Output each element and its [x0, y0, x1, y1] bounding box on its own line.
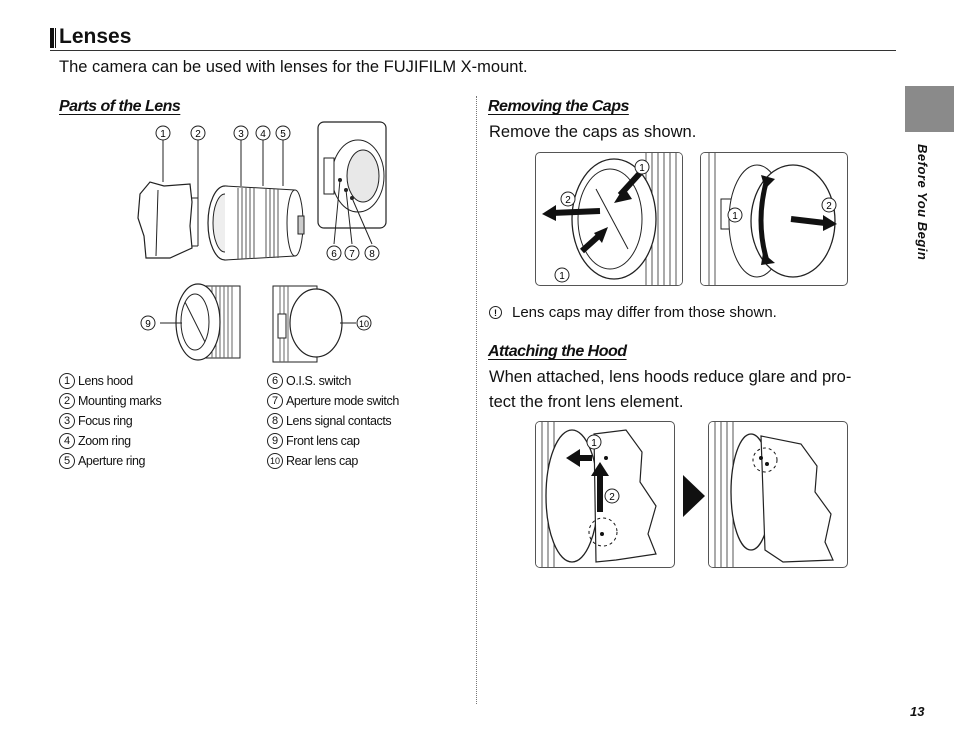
svg-text:1: 1 — [591, 438, 597, 449]
column-divider — [476, 96, 477, 704]
caution-icon: ! — [489, 306, 502, 319]
svg-text:2: 2 — [195, 129, 201, 140]
svg-text:3: 3 — [238, 129, 244, 140]
callout-2: 2 — [190, 125, 206, 141]
item-number: 2 — [59, 393, 75, 409]
svg-text:2: 2 — [609, 492, 615, 503]
step-1-label: 1 — [586, 434, 602, 450]
item-label: Lens signal contacts — [286, 414, 392, 428]
item-label: Rear lens cap — [286, 454, 358, 468]
svg-text:9: 9 — [145, 319, 151, 330]
callout-6: 6 — [326, 245, 342, 261]
item-label: Mounting marks — [78, 394, 162, 408]
svg-text:5: 5 — [280, 129, 286, 140]
item-number: 3 — [59, 413, 75, 429]
svg-text:2: 2 — [565, 195, 571, 206]
item-number: 10 — [267, 453, 283, 469]
item-number: 9 — [267, 433, 283, 449]
title-marker-thin — [55, 28, 56, 48]
svg-text:1: 1 — [559, 271, 565, 282]
callout-9: 9 — [140, 315, 156, 331]
step-1-label: 1 — [634, 159, 650, 175]
item-number: 5 — [59, 453, 75, 469]
svg-text:10: 10 — [359, 319, 369, 329]
hood-attach-image-before: 1 2 — [535, 421, 675, 568]
attaching-hood-text-line1: When attached, lens hoods reduce glare a… — [489, 368, 852, 386]
callout-5: 5 — [275, 125, 291, 141]
lens-parts-illustration: 1 2 3 4 5 6 7 8 9 — [137, 121, 387, 363]
step-2-label: 2 — [560, 191, 576, 207]
callout-3: 3 — [233, 125, 249, 141]
front-cap-removal-image: 1 2 1 — [535, 152, 683, 286]
front-cap-lens — [175, 283, 241, 361]
callout-4: 4 — [255, 125, 271, 141]
item-number: 1 — [59, 373, 75, 389]
step-2-label: 2 — [821, 197, 837, 213]
item-label: Focus ring — [78, 414, 133, 428]
svg-text:4: 4 — [260, 129, 266, 140]
rear-cap-lens — [272, 285, 343, 363]
item-label: Lens hood — [78, 374, 133, 388]
item-number: 6 — [267, 373, 283, 389]
item-label: Aperture ring — [78, 454, 146, 468]
item-number: 8 — [267, 413, 283, 429]
next-step-arrow-icon — [683, 475, 705, 517]
item-number: 4 — [59, 433, 75, 449]
page-number: 13 — [910, 704, 925, 719]
attaching-hood-text-line2: tect the front lens element. — [489, 393, 684, 411]
page-title: Lenses — [59, 25, 132, 48]
note-text: Lens caps may differ from those shown. — [512, 304, 777, 321]
focus-ring-pattern — [237, 188, 279, 259]
item-label: Front lens cap — [286, 434, 360, 448]
note: ! Lens caps may differ from those shown. — [489, 304, 777, 321]
callout-7: 7 — [344, 245, 360, 261]
svg-text:7: 7 — [349, 249, 355, 260]
chapter-tab — [905, 86, 954, 132]
callout-10: 10 — [356, 315, 372, 331]
item-label: O.I.S. switch — [286, 374, 351, 388]
svg-text:6: 6 — [331, 249, 337, 260]
attaching-hood-heading: Attaching the Hood — [488, 343, 627, 360]
attaching-hood-text: When attached, lens hoods reduce glare a… — [489, 365, 851, 415]
callout-1: 1 — [155, 125, 171, 141]
title-rule: Lenses — [50, 24, 896, 51]
rear-cap-removal-image: 1 2 — [700, 152, 848, 286]
removing-caps-heading: Removing the Caps — [488, 98, 629, 115]
item-number: 7 — [267, 393, 283, 409]
parts-heading: Parts of the Lens — [59, 98, 181, 115]
svg-text:8: 8 — [369, 249, 375, 260]
svg-text:2: 2 — [826, 201, 832, 212]
chapter-label: Before You Begin — [915, 144, 930, 261]
callout-8: 8 — [364, 245, 380, 261]
svg-text:1: 1 — [160, 129, 166, 140]
item-label: Zoom ring — [78, 434, 131, 448]
step-1-label: 1 — [727, 207, 743, 223]
svg-text:1: 1 — [639, 163, 645, 174]
step-2-label: 2 — [604, 488, 620, 504]
svg-text:1: 1 — [732, 211, 738, 222]
step-1-label-lower: 1 — [554, 267, 570, 283]
title-marker — [50, 28, 54, 48]
hood-attach-image-after — [708, 421, 848, 568]
item-label: Aperture mode switch — [286, 394, 399, 408]
intro-text: The camera can be used with lenses for t… — [59, 58, 528, 76]
removing-caps-text: Remove the caps as shown. — [489, 123, 697, 141]
